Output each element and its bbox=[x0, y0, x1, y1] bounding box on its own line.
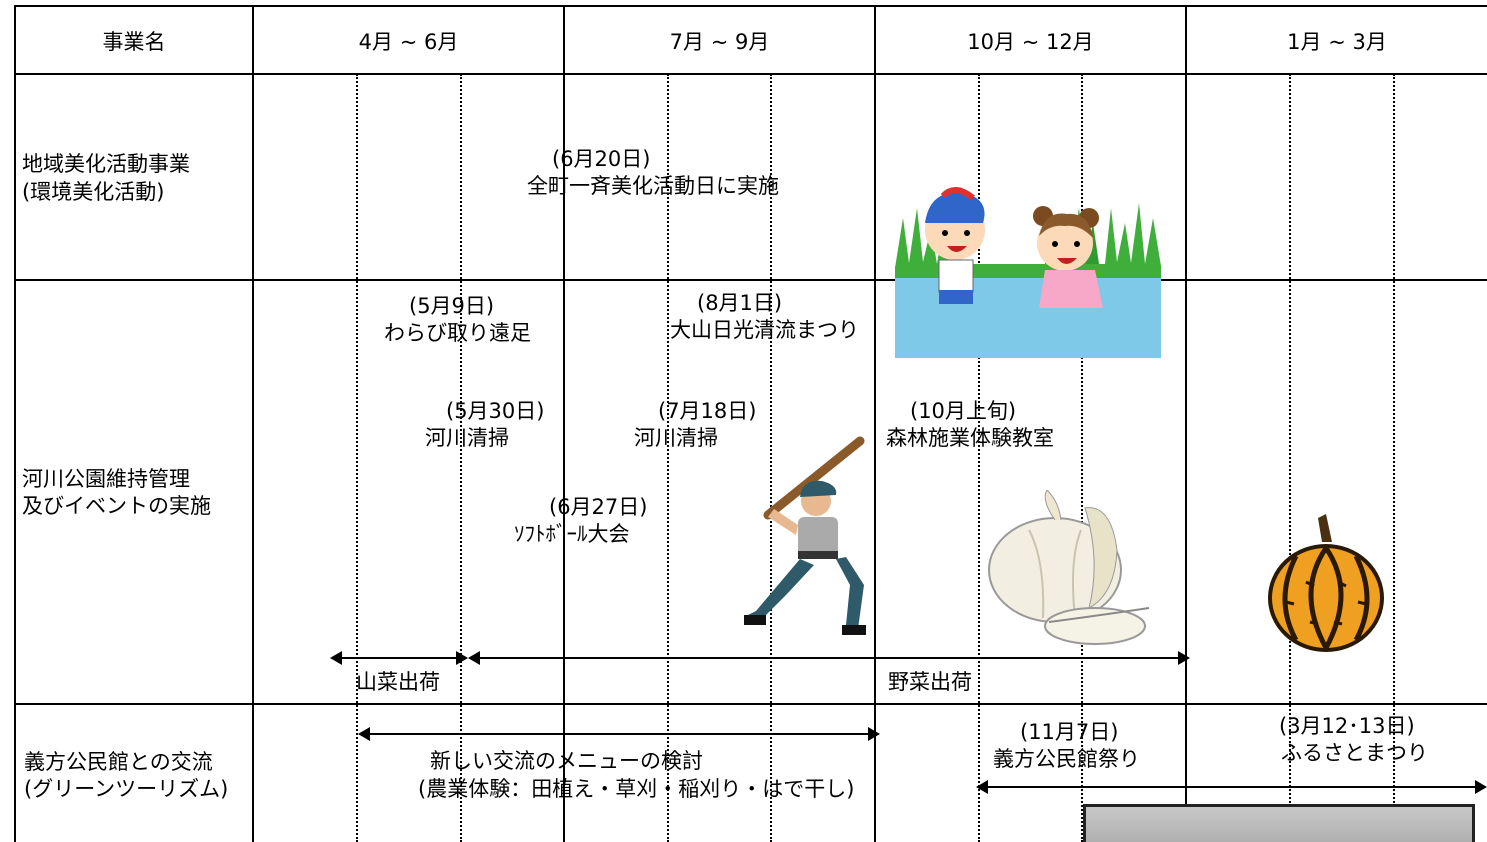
table-left-border bbox=[14, 5, 16, 842]
children-playing-in-river-icon bbox=[895, 187, 1161, 358]
clean1-date: (5月30日) bbox=[446, 399, 545, 423]
row1-subtitle: (環境美化活動) bbox=[22, 180, 165, 204]
matsuri-date: (8月1日) bbox=[697, 291, 783, 315]
month-line bbox=[770, 74, 772, 842]
sansai-arrow bbox=[330, 651, 468, 665]
month-line bbox=[1289, 74, 1291, 842]
header-q1: 4月 ~ 6月 bbox=[358, 30, 459, 54]
row1-bottom-border bbox=[14, 279, 1487, 281]
yasai-arrow bbox=[468, 651, 1190, 665]
forest-date: (10月上旬) bbox=[910, 399, 1017, 423]
furusato-date: (3月12･13日) bbox=[1279, 714, 1415, 738]
month-line bbox=[460, 74, 462, 842]
row2-bottom-border bbox=[14, 703, 1487, 705]
row2-title: 河川公園維持管理 bbox=[22, 467, 190, 491]
menu-detail: (農業体験：田植え・草刈・稲刈り・はで干し) bbox=[418, 777, 855, 801]
col-divider-4 bbox=[1185, 5, 1187, 842]
month-line bbox=[356, 74, 358, 842]
clean1-label: 河川清掃 bbox=[425, 426, 509, 450]
menu-arrow bbox=[358, 727, 880, 741]
header-bottom-border bbox=[14, 73, 1487, 75]
row3-subtitle: (グリーンツーリズム) bbox=[24, 777, 229, 801]
header-q4: 1月 ~ 3月 bbox=[1287, 30, 1387, 54]
softball-label: ｿﾌﾄﾎﾞｰﾙ大会 bbox=[514, 522, 630, 546]
col-divider-2 bbox=[563, 5, 565, 842]
warabi-date: (5月9日) bbox=[409, 294, 495, 318]
header-q3: 10月 ~ 12月 bbox=[967, 30, 1094, 54]
header-q2: 7月 ~ 9月 bbox=[669, 30, 770, 54]
yasai-label: 野菜出荷 bbox=[888, 670, 972, 694]
month-line bbox=[667, 74, 669, 842]
matsuri-label: 大山日光清流まつり bbox=[670, 318, 859, 342]
month-line bbox=[1081, 74, 1083, 842]
clean2-label: 河川清掃 bbox=[634, 426, 718, 450]
month-line bbox=[1393, 74, 1395, 842]
col-divider-3 bbox=[874, 5, 876, 842]
menu-label: 新しい交流のメニューの検討 bbox=[430, 749, 703, 773]
pumpkin-icon bbox=[1268, 514, 1384, 652]
header-project: 事業名 bbox=[102, 30, 166, 54]
row2-subtitle: 及びイベントの実施 bbox=[22, 494, 211, 518]
forest-label: 森林施業体験教室 bbox=[886, 426, 1054, 450]
kominkan-label: 義方公民館祭り bbox=[993, 747, 1140, 771]
furusato-arrow bbox=[976, 780, 1487, 794]
softball-date: (6月27日) bbox=[549, 495, 648, 519]
warabi-label: わらび取り遠足 bbox=[384, 321, 531, 345]
col-divider-1 bbox=[252, 5, 254, 842]
garlic-icon bbox=[988, 490, 1150, 645]
photo-thumbnail bbox=[1083, 804, 1475, 842]
beautify-date: (6月20日) bbox=[552, 147, 651, 171]
row1-title: 地域美化活動事業 bbox=[22, 152, 190, 176]
beautify-label: 全町一斉美化活動日に実施 bbox=[527, 174, 779, 198]
table-top-border bbox=[14, 5, 1487, 7]
month-line bbox=[978, 74, 980, 842]
baseball-batter-icon bbox=[744, 436, 866, 635]
row3-title: 義方公民館との交流 bbox=[24, 750, 213, 774]
kominkan-date: (11月7日) bbox=[1020, 720, 1119, 744]
sansai-label: 山菜出荷 bbox=[356, 670, 440, 694]
furusato-label: ふるさとまつり bbox=[1281, 741, 1428, 765]
clean2-date: (7月18日) bbox=[658, 399, 757, 423]
